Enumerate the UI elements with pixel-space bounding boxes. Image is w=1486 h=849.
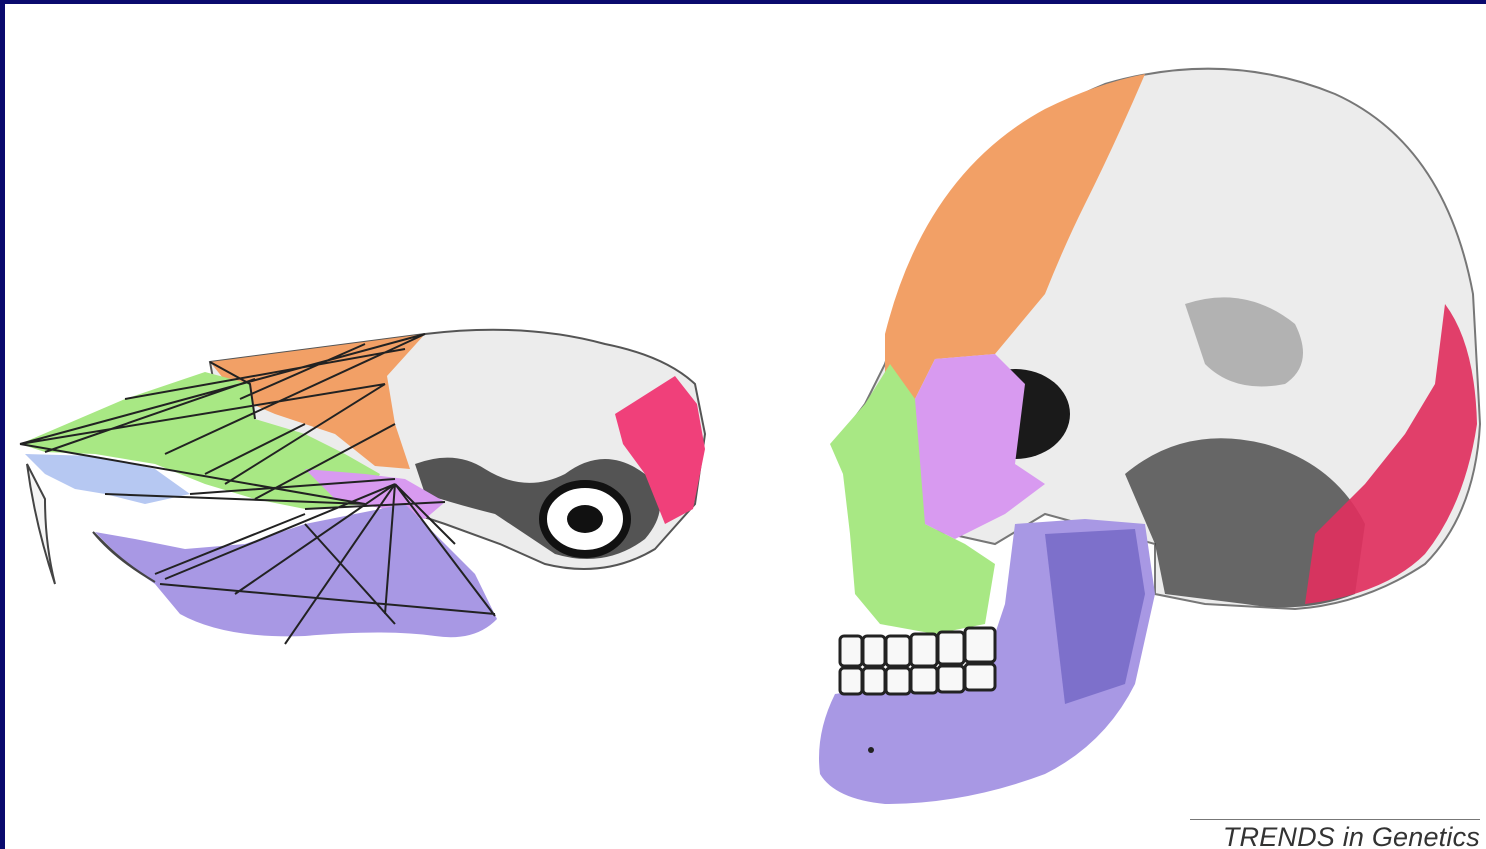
mouse-skull-icon [20, 330, 705, 644]
skull-comparison-figure [5, 4, 1486, 849]
figure-credit: TRENDS in Genetics [1190, 819, 1480, 849]
human-mental-foramen [868, 747, 874, 753]
mouse-ear-canal [567, 505, 603, 533]
mouse-incisor [27, 464, 55, 584]
human-teeth [840, 628, 995, 694]
human-skull-icon [819, 69, 1480, 804]
